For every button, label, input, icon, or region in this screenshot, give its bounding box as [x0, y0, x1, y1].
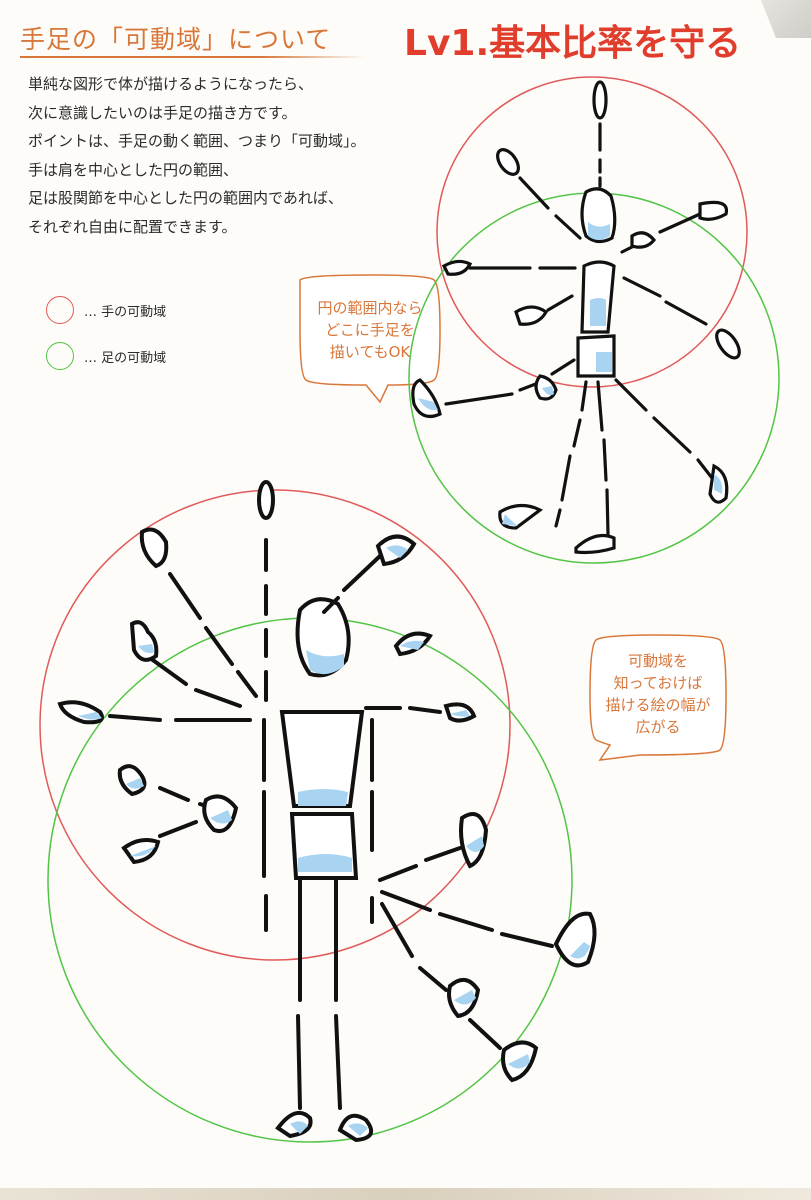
level-title: Lv1.基本比率を守る [404, 23, 742, 64]
description-line: 足は股関節を中心とした円の範囲内であれば、 [28, 189, 343, 207]
red-circle-icon [46, 296, 74, 324]
bubble-bottom-line: 知っておけば [613, 674, 703, 692]
description-line: それぞれ自由に配置できます。 [28, 217, 237, 236]
bubble-top-line: 円の範囲内なら [317, 299, 423, 317]
top-foot-range-circle [408, 192, 780, 564]
top-figure [411, 80, 741, 555]
speech-bubble-top [299, 274, 441, 404]
bubble-bottom-line: 可動域を [627, 652, 688, 670]
bubble-top-line: 描いてもOK [329, 343, 411, 361]
legend-hand: … 手の可動域 [46, 292, 166, 328]
bottom-decoration-bar [0, 1188, 811, 1200]
legend-foot: … 足の可動域 [46, 338, 166, 374]
description-line: 次に意識したいのは手足の描き方です。 [28, 103, 297, 122]
page-title: 手足の「可動域」について [20, 25, 332, 54]
legend-hand-label: … 手の可動域 [84, 304, 167, 320]
bubble-bottom-text: 可動域を 知っておけば 描ける絵の幅が 広がる [590, 650, 726, 738]
green-circle-icon [46, 342, 74, 370]
description-line: 手は肩を中心とした円の範囲、 [28, 160, 239, 179]
legend-foot-label: … 足の可動域 [84, 350, 167, 366]
description: 単純な図形で体が描けるようになったら、 次に意識したいのは手足の描き方です。 ポ… [28, 70, 448, 241]
speech-bubble-bottom [589, 634, 727, 761]
legend: … 手の可動域 … 足の可動域 [46, 292, 166, 384]
title-underline [20, 56, 365, 58]
bubble-bottom-line: 広がる [635, 718, 681, 736]
top-hand-range-circle [436, 76, 748, 388]
bottom-hand-range-circle [39, 489, 511, 961]
bubble-top-text: 円の範囲内なら どこに手足を 描いてもOK [300, 297, 440, 363]
bubble-bottom-line: 描ける絵の幅が [605, 696, 711, 714]
description-line: ポイントは、手足の動く範囲、つまり「可動域」。 [28, 132, 366, 150]
bottom-figure [57, 480, 597, 1143]
bubble-top-line: どこに手足を [325, 321, 415, 339]
description-line: 単純な図形で体が描けるようになったら、 [28, 75, 314, 93]
